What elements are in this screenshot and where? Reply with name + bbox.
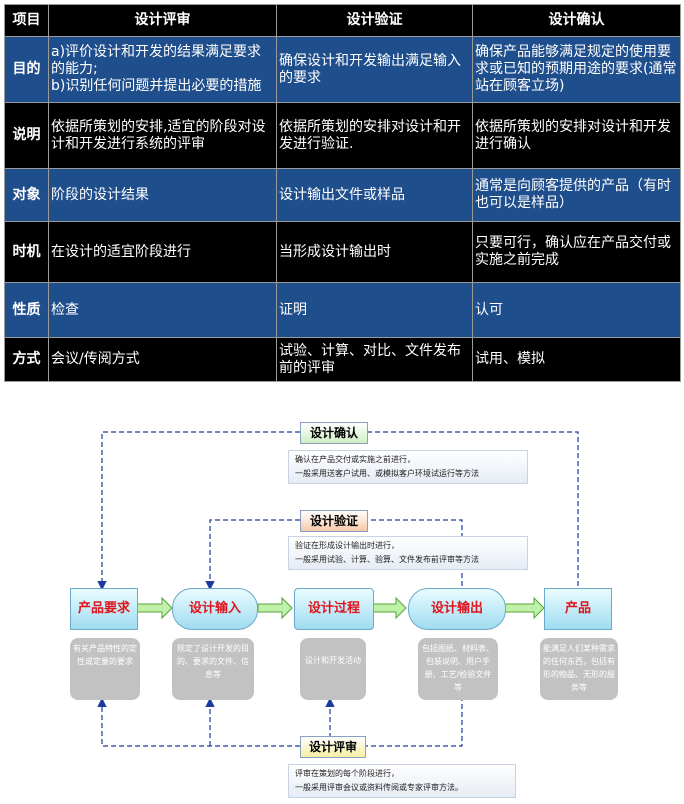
- output-desc: 包括图纸、材料表、包装说明、用户手册、工艺/检验文件等: [418, 638, 498, 700]
- design-input-node: 设计输入: [172, 588, 258, 630]
- table-cell: a)评价设计和开发的结果满足要求的能力; b)识别任何问题并提出必要的措施: [48, 36, 277, 103]
- cell-line: 当形成设计输出时: [279, 243, 391, 260]
- cell-line: 通常是向顾客提供的产品（有时也可以是样品）: [475, 178, 671, 211]
- table-cell: 试用、模拟: [472, 337, 681, 382]
- design-confirm-note: 确认在产品交付或实施之前进行， 一般采用送客户试用、或模拟客户环境试运行等方法: [288, 450, 528, 484]
- note-line: 一般采用试验、计算、验算、文件发布前评审等方法: [295, 555, 479, 564]
- row-label: 性质: [4, 282, 49, 338]
- table-cell: 当形成设计输出时: [276, 221, 473, 283]
- row-label: 方式: [4, 337, 49, 382]
- product-node: 产品: [544, 588, 612, 630]
- table-header-row: 项目 设计评审 设计验证 设计确认: [4, 4, 681, 37]
- cell-line: 试用、模拟: [475, 351, 545, 367]
- note-line: 确认在产品交付或实施之前进行，: [295, 455, 415, 464]
- connector-lines: [97, 431, 579, 747]
- cell-line: 依据所策划的安排对设计和开发进行确认: [475, 118, 671, 152]
- note-line: 一般采用评审会议或资料传阅或专家评审方法。: [295, 783, 463, 792]
- header-cell: 设计验证: [276, 4, 473, 37]
- comparison-table: 项目 设计评审 设计验证 设计确认 目的 a)评价设计和开发的结果满足要求的能力…: [4, 4, 681, 382]
- cell-line: 检查: [51, 301, 79, 318]
- note-line: 一般采用送客户试用、或模拟客户环境试运行等方法: [295, 469, 479, 478]
- confirm-to-requirement-arrow: [97, 431, 300, 591]
- table-row: 对象 阶段的设计结果 设计输出文件或样品 通常是向顾客提供的产品（有时也可以是样…: [4, 168, 681, 222]
- table-cell: 在设计的适宜阶段进行: [48, 221, 277, 283]
- table-row: 方式 会议/传阅方式 试验、计算、对比、文件发布前的评审 试用、模拟: [4, 337, 681, 382]
- row-label: 时机: [4, 221, 49, 283]
- input-desc: 规定了设计开发的目的、要求的文件、信息等: [172, 638, 254, 700]
- table-row: 时机 在设计的适宜阶段进行 当形成设计输出时 只要可行，确认应在产品交付或实施之…: [4, 221, 681, 283]
- design-confirm-box: 设计确认: [300, 422, 368, 444]
- cell-line: 在设计的适宜阶段进行: [51, 243, 191, 260]
- note-line: 评审在策划的每个阶段进行，: [295, 769, 399, 778]
- row-label: 目的: [4, 36, 49, 103]
- cell-line: a)评价设计和开发的结果满足要求的能力;: [51, 44, 262, 77]
- table-cell: 依据所策划的安排对设计和开发进行确认: [472, 102, 681, 169]
- design-output-node: 设计输出: [408, 588, 506, 630]
- table-cell: 依据所策划的安排,适宜的阶段对设计和开发进行系统的评审: [48, 102, 277, 169]
- note-line: 验证在形成设计输出时进行，: [295, 541, 399, 550]
- table-row: 说明 依据所策划的安排,适宜的阶段对设计和开发进行系统的评审 依据所策划的安排对…: [4, 102, 681, 169]
- cell-line: 依据所策划的安排对设计和开发进行验证.: [279, 118, 461, 152]
- design-process-diagram: 设计确认 确认在产品交付或实施之前进行， 一般采用送客户试用、或模拟客户环境试运…: [0, 400, 684, 804]
- cell-line: 确保产品能够满足规定的使用要求或已知的预期用途的要求(通常站在顾客立场): [475, 44, 677, 94]
- table-cell: 确保设计和开发输出满足输入的要求: [276, 36, 473, 103]
- header-cell: 设计确认: [472, 4, 681, 37]
- cell-line: 会议/传阅方式: [51, 351, 140, 367]
- cell-line: 依据所策划的安排,适宜的阶段对设计和开发进行系统的评审: [51, 118, 266, 152]
- row-label: 说明: [4, 102, 49, 169]
- header-cell: 项目: [4, 4, 49, 37]
- table-cell: 阶段的设计结果: [48, 168, 277, 222]
- design-verify-box: 设计验证: [300, 510, 368, 532]
- cell-line: 设计输出文件或样品: [279, 186, 405, 203]
- table-cell: 设计输出文件或样品: [276, 168, 473, 222]
- table-cell: 依据所策划的安排对设计和开发进行验证.: [276, 102, 473, 169]
- cell-line: 试验、计算、对比、文件发布前的评审: [279, 342, 461, 376]
- confirm-feedback-line: [368, 431, 579, 594]
- review-feedback-line: [366, 688, 463, 747]
- cell-line: 阶段的设计结果: [51, 186, 149, 203]
- header-cell: 设计评审: [48, 4, 277, 37]
- table-cell: 证明: [276, 282, 473, 338]
- requirement-desc: 有关产品特性的定性或定量的要求: [70, 638, 140, 700]
- row-label: 对象: [4, 168, 49, 222]
- table-row: 性质 检查 证明 认可: [4, 282, 681, 338]
- table-cell: 检查: [48, 282, 277, 338]
- table-cell: 确保产品能够满足规定的使用要求或已知的预期用途的要求(通常站在顾客立场): [472, 36, 681, 103]
- table-cell: 通常是向顾客提供的产品（有时也可以是样品）: [472, 168, 681, 222]
- design-process-node: 设计过程: [294, 588, 374, 630]
- flow-arrow: [504, 596, 545, 620]
- flow-arrow: [257, 596, 293, 620]
- table-cell: 试验、计算、对比、文件发布前的评审: [276, 337, 473, 382]
- cell-line: 认可: [475, 301, 503, 318]
- product-requirement-node: 产品要求: [70, 588, 138, 630]
- table-cell: 认可: [472, 282, 681, 338]
- cell-line: 证明: [279, 301, 307, 318]
- design-verify-note: 验证在形成设计输出时进行， 一般采用试验、计算、验算、文件发布前评审等方法: [288, 536, 528, 570]
- flow-arrow: [372, 596, 407, 620]
- cell-line: 只要可行，确认应在产品交付或实施之前完成: [475, 235, 671, 268]
- design-review-box: 设计评审: [300, 736, 366, 758]
- cell-line: 确保设计和开发输出满足输入的要求: [279, 52, 461, 86]
- design-review-note: 评审在策划的每个阶段进行， 一般采用评审会议或资料传阅或专家评审方法。: [288, 764, 516, 798]
- table-row: 目的 a)评价设计和开发的结果满足要求的能力; b)识别任何问题并提出必要的措施…: [4, 36, 681, 103]
- review-to-requirement-arrow: [97, 697, 300, 747]
- process-desc: 设计和开发活动: [300, 638, 366, 700]
- cell-line: b)识别任何问题并提出必要的措施: [51, 78, 262, 94]
- table-cell: 会议/传阅方式: [48, 337, 277, 382]
- product-desc: 能满足人们某种需求的任何东西，包括有形的物品、无形的服务等: [540, 638, 618, 700]
- table-cell: 只要可行，确认应在产品交付或实施之前完成: [472, 221, 681, 283]
- flow-arrow: [136, 596, 173, 620]
- verify-to-input-arrow: [205, 519, 300, 591]
